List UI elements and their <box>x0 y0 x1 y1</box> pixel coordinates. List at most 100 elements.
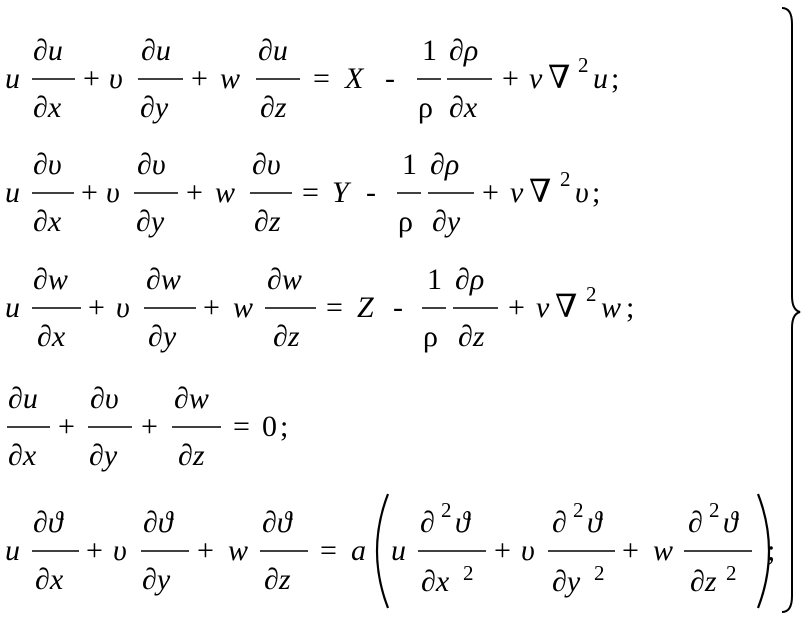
semicolon: ; <box>280 410 288 443</box>
den: ∂z <box>178 439 205 472</box>
force-x: X <box>344 62 365 95</box>
plus: + <box>83 62 100 95</box>
den: ∂x <box>421 565 450 598</box>
plus: + <box>141 410 158 443</box>
den: ∂y <box>552 565 581 598</box>
partial: ∂ <box>688 506 703 539</box>
force-y: Y <box>332 176 352 209</box>
exponent: 2 <box>463 561 474 585</box>
minus: - <box>385 62 395 95</box>
num: ∂u <box>8 382 38 415</box>
equation-momentum-x: u ∂u ∂x + υ ∂u ∂y + w ∂u ∂z = X - 1 ρ ∂ρ… <box>5 34 619 124</box>
plus: + <box>197 534 214 567</box>
den: ∂y <box>140 91 169 124</box>
equals: = <box>313 62 330 95</box>
num: ∂w <box>146 263 181 296</box>
exponent: 2 <box>560 167 571 191</box>
one: 1 <box>422 34 437 67</box>
coef-v: υ <box>521 534 535 567</box>
coef-u: u <box>5 534 20 567</box>
one: 1 <box>427 263 442 296</box>
exponent: 2 <box>578 53 589 77</box>
theta: ϑ <box>723 506 740 539</box>
nabla: ∇ <box>548 59 570 95</box>
coef-v: υ <box>106 176 120 209</box>
equation-momentum-z: u ∂w ∂x + υ ∂w ∂y + w ∂w ∂z = Z - 1 ρ ∂ρ… <box>5 263 634 353</box>
semicolon: ; <box>767 534 775 567</box>
plus: + <box>191 62 208 95</box>
plus: + <box>502 62 519 95</box>
minus: - <box>366 176 376 209</box>
exponent: 2 <box>709 498 720 522</box>
num: ∂ϑ <box>262 506 294 539</box>
coef-u: u <box>5 62 20 95</box>
plus: + <box>203 291 220 324</box>
equation-momentum-y: u ∂υ ∂x + υ ∂υ ∂y + w ∂υ ∂z = Y - 1 ρ ∂ρ… <box>5 148 600 238</box>
equation-energy: u ∂ϑ ∂x + υ ∂ϑ ∂y + w ∂ϑ ∂z = a u ∂ 2 ϑ … <box>5 493 775 609</box>
variable: w <box>601 291 621 324</box>
partial: ∂ <box>420 506 435 539</box>
den: ∂z <box>264 563 291 596</box>
coef-w: w <box>215 176 235 209</box>
left-paren <box>375 493 390 609</box>
equals: = <box>233 410 250 443</box>
den: ∂y <box>432 205 461 238</box>
viscosity: v <box>529 62 543 95</box>
den: ∂z <box>273 320 300 353</box>
den: ∂y <box>136 205 165 238</box>
den: ∂z <box>690 565 717 598</box>
den: ∂y <box>148 320 177 353</box>
coef-w: w <box>233 291 253 324</box>
equals: = <box>320 534 337 567</box>
semicolon: ; <box>592 176 600 209</box>
den: ∂x <box>37 320 66 353</box>
right-brace <box>781 7 801 613</box>
nabla: ∇ <box>555 288 577 324</box>
equals: = <box>326 291 343 324</box>
exponent: 2 <box>573 498 584 522</box>
plus: + <box>86 534 103 567</box>
coef-v: υ <box>113 534 127 567</box>
rho: ρ <box>398 205 413 238</box>
equation-continuity: ∂u ∂x + ∂υ ∂y + ∂w ∂z = 0 ; <box>7 382 288 472</box>
plus: + <box>494 534 511 567</box>
rho: ρ <box>423 320 438 353</box>
den: ∂z <box>260 91 287 124</box>
plus: + <box>58 410 75 443</box>
den: ∂y <box>89 439 118 472</box>
semicolon: ; <box>626 291 634 324</box>
coef-w: w <box>228 534 248 567</box>
num: ∂w <box>174 382 209 415</box>
plus: + <box>88 291 105 324</box>
plus: + <box>482 176 499 209</box>
exponent: 2 <box>594 561 605 585</box>
num: ∂ρ <box>430 148 459 181</box>
theta: ϑ <box>455 506 472 539</box>
diffusivity: a <box>351 534 366 567</box>
den: ∂z <box>254 205 281 238</box>
coef-u: u <box>5 291 20 324</box>
coef-v: υ <box>116 291 130 324</box>
variable: u <box>593 62 608 95</box>
num: ∂ϑ <box>143 506 175 539</box>
den: ∂x <box>33 205 62 238</box>
exponent: 2 <box>726 561 737 585</box>
semicolon: ; <box>611 62 619 95</box>
plus: + <box>622 534 639 567</box>
coef-v: υ <box>109 62 123 95</box>
nabla: ∇ <box>529 173 551 209</box>
num: ∂υ <box>137 148 166 181</box>
coef-w: w <box>220 62 240 95</box>
den: ∂x <box>35 563 64 596</box>
one: 1 <box>402 148 417 181</box>
plus: + <box>186 176 203 209</box>
minus: - <box>393 291 403 324</box>
num: ∂υ <box>252 148 281 181</box>
num: ∂υ <box>90 382 119 415</box>
num: ∂ϑ <box>33 506 65 539</box>
zero: 0 <box>262 410 277 443</box>
den: ∂x <box>33 91 62 124</box>
coef-u: u <box>5 176 20 209</box>
theta: ϑ <box>587 506 604 539</box>
